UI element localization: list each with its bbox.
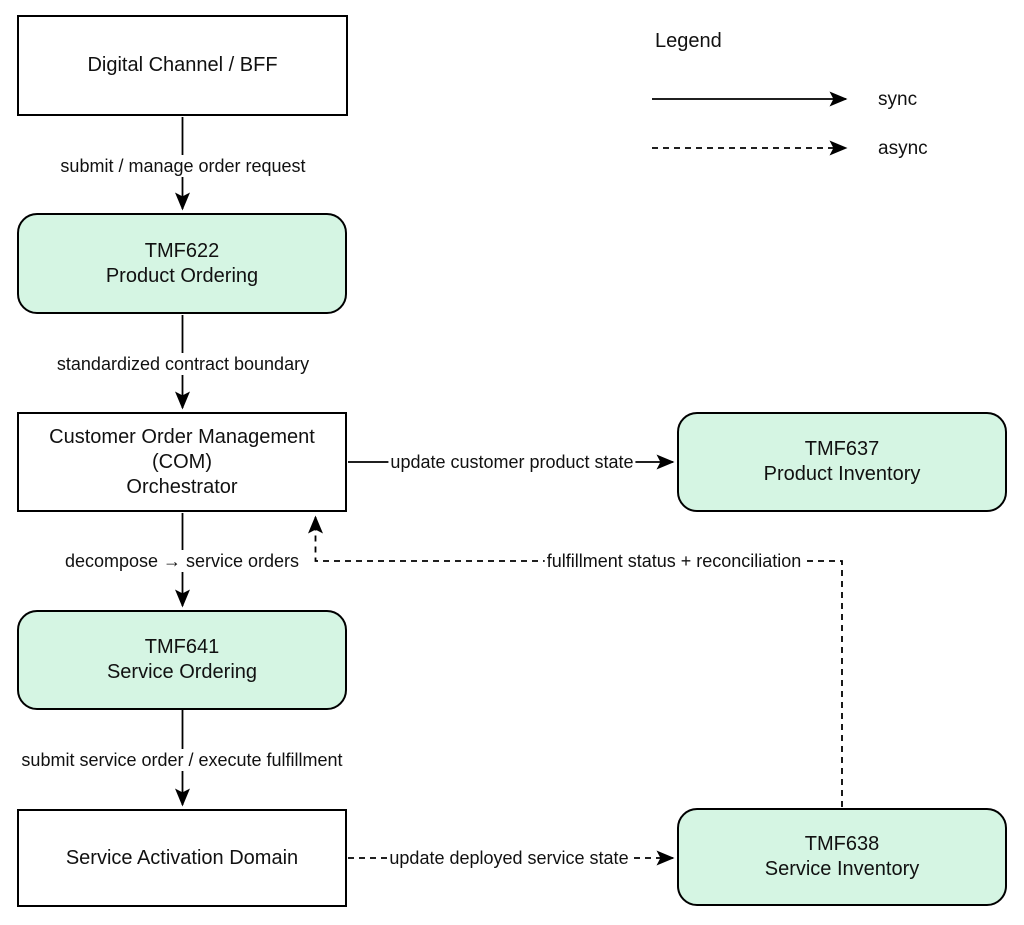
node-tmf638-label: TMF638 Service Inventory — [764, 833, 920, 880]
legend-sync-label: sync — [878, 89, 918, 110]
node-com-label: Customer Order Management (COM) Orchestr… — [49, 425, 315, 498]
node-tmf622-product-ordering: TMF622 Product Ordering — [17, 213, 347, 314]
node-com-orchestrator: Customer Order Management (COM) Orchestr… — [17, 412, 347, 512]
node-tmf622-label: TMF622 Product Ordering — [105, 239, 259, 287]
edge-label-update-customer-product-state: update customer product state — [388, 451, 636, 473]
edge-label-update-deployed-service-state: update deployed service state — [387, 847, 631, 869]
edge-label-submit-manage-order-request: submit / manage order request — [58, 155, 308, 177]
node-digital-channel-label: Digital Channel / BFF — [87, 54, 278, 76]
edge-label-fulfillment-status-reconciliation: fulfillment status + reconciliation — [544, 550, 804, 572]
edge-label-submit-service-order-execute-fulfillment: submit service order / execute fulfillme… — [19, 749, 345, 771]
node-tmf637-product-inventory: TMF637 Product Inventory — [677, 412, 1007, 512]
node-tmf641-service-ordering: TMF641 Service Ordering — [17, 610, 347, 710]
node-tmf637-label: TMF637 Product Inventory — [763, 438, 921, 485]
node-tmf638-service-inventory: TMF638 Service Inventory — [677, 808, 1007, 906]
edge-label-decompose-service-orders: decompose → service orders — [62, 550, 302, 572]
node-digital-channel: Digital Channel / BFF — [17, 15, 348, 116]
legend-async-label: async — [878, 138, 928, 159]
node-tmf641-label: TMF641 Service Ordering — [106, 636, 258, 683]
edge-label-standardized-contract-boundary: standardized contract boundary — [54, 353, 312, 375]
legend-title: Legend — [655, 30, 722, 52]
node-service-activation-label: Service Activation Domain — [65, 846, 299, 869]
node-service-activation-domain: Service Activation Domain — [17, 809, 347, 907]
